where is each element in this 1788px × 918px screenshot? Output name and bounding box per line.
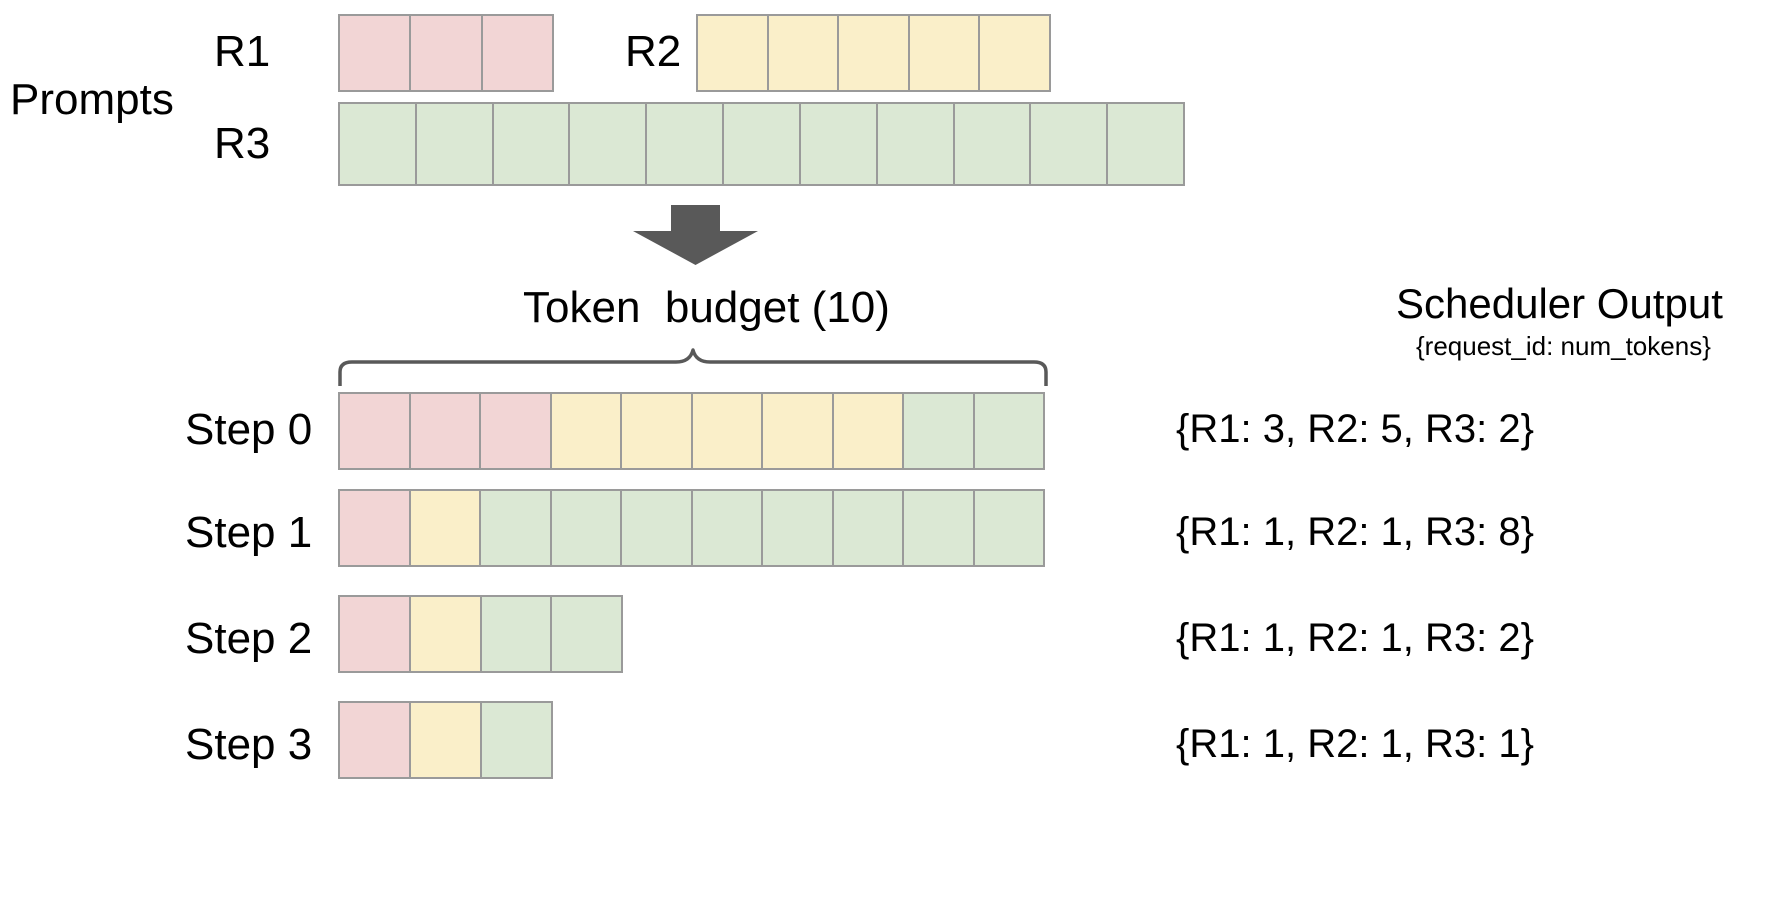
step-label-2: Step 2 xyxy=(185,614,313,663)
token-budget-label: Token budget (10) xyxy=(523,283,890,332)
token-cell-r3 xyxy=(974,491,1043,565)
token-cell-r2 xyxy=(980,16,1049,90)
token-cell-r2 xyxy=(909,16,981,90)
token-cell-r3 xyxy=(954,104,1032,184)
prompts-section-label: Prompts xyxy=(10,75,174,124)
step-strip-0 xyxy=(338,392,1045,470)
scheduler-output-title: Scheduler Output xyxy=(1396,280,1723,327)
token-cell-r1 xyxy=(340,703,411,777)
token-cell-r3 xyxy=(800,104,878,184)
token-cell-r3 xyxy=(877,104,955,184)
scheduler-output-row-1: {R1: 1, R2: 1, R3: 8} xyxy=(1176,510,1534,554)
token-cell-r3 xyxy=(724,104,801,184)
token-cell-r2 xyxy=(839,16,910,90)
token-cell-r3 xyxy=(904,491,975,565)
token-cell-r2 xyxy=(411,703,482,777)
token-cell-r3 xyxy=(692,491,763,565)
token-cell-r2 xyxy=(763,394,834,468)
token-budget-brace xyxy=(338,346,1048,386)
token-cell-r1 xyxy=(340,16,412,90)
token-cell-r3 xyxy=(763,491,834,565)
step-label-3: Step 3 xyxy=(185,720,313,769)
token-cell-r1 xyxy=(411,16,483,90)
token-cell-r3 xyxy=(482,703,551,777)
scheduler-output-subtitle: {request_id: num_tokens} xyxy=(1416,331,1711,361)
token-cell-r3 xyxy=(570,104,648,184)
token-cell-r1 xyxy=(482,16,552,90)
token-cell-r1 xyxy=(410,394,481,468)
token-cell-r2 xyxy=(692,394,763,468)
prompt-strip-r2 xyxy=(696,14,1051,92)
token-cell-r3 xyxy=(552,597,621,671)
prompt-strip-r3 xyxy=(338,102,1185,186)
request-label-r2: R2 xyxy=(625,27,682,76)
prompt-strip-r1 xyxy=(338,14,554,92)
token-cell-r3 xyxy=(340,104,417,184)
step-label-0: Step 0 xyxy=(185,405,313,454)
token-cell-r3 xyxy=(1108,104,1183,184)
token-cell-r2 xyxy=(410,597,482,671)
token-cell-r3 xyxy=(647,104,725,184)
token-cell-r2 xyxy=(698,16,769,90)
token-cell-r3 xyxy=(551,491,622,565)
token-cell-r1 xyxy=(340,491,411,565)
token-cell-r3 xyxy=(833,491,904,565)
token-cell-r3 xyxy=(416,104,494,184)
token-cell-r2 xyxy=(768,16,840,90)
step-strip-3 xyxy=(338,701,553,779)
token-cell-r3 xyxy=(481,597,553,671)
token-cell-r2 xyxy=(410,491,481,565)
scheduler-output-row-2: {R1: 1, R2: 1, R3: 2} xyxy=(1176,616,1534,660)
token-cell-r3 xyxy=(904,394,975,468)
token-cell-r3 xyxy=(974,394,1043,468)
scheduler-output-row-0: {R1: 3, R2: 5, R3: 2} xyxy=(1176,407,1534,451)
scheduler-output-row-3: {R1: 1, R2: 1, R3: 1} xyxy=(1176,722,1534,766)
token-cell-r3 xyxy=(481,491,552,565)
step-label-1: Step 1 xyxy=(185,508,313,557)
token-cell-r3 xyxy=(622,491,693,565)
step-strip-2 xyxy=(338,595,623,673)
token-cell-r1 xyxy=(481,394,552,468)
request-label-r3: R3 xyxy=(214,119,271,168)
token-cell-r1 xyxy=(340,597,411,671)
token-cell-r2 xyxy=(833,394,904,468)
token-cell-r2 xyxy=(551,394,622,468)
down-arrow-icon xyxy=(633,205,758,265)
step-strip-1 xyxy=(338,489,1045,567)
token-cell-r3 xyxy=(1031,104,1109,184)
token-cell-r2 xyxy=(622,394,693,468)
request-label-r1: R1 xyxy=(214,27,271,76)
token-cell-r3 xyxy=(493,104,571,184)
token-cell-r1 xyxy=(340,394,411,468)
